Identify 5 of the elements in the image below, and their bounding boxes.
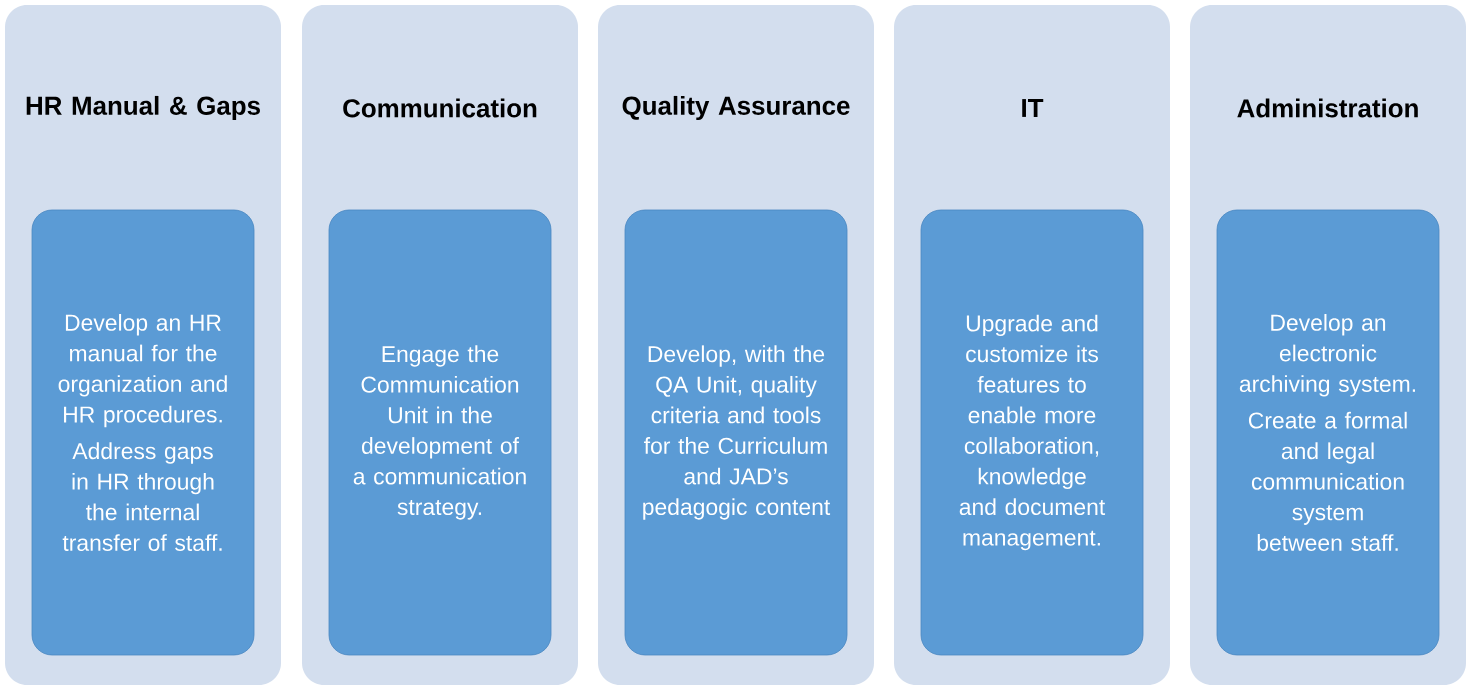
- task-card: Develop an electronic archiving system. Create a formal and legal communication system between staff.: [1216, 209, 1440, 656]
- task-card: Develop an HR manual for the organization and HR procedures. Address gaps in HR through the internal transfer of staff.: [31, 209, 255, 656]
- task-card: Develop, with the QA Unit, quality criteria and tools for the Curriculum and JAD’s pedagogic content: [624, 209, 848, 656]
- task-card: Engage the Communication Unit in the development of a communication strategy.: [328, 209, 552, 656]
- task-card: Upgrade and customize its features to enable more collaboration, knowledge and document management.: [920, 209, 1144, 656]
